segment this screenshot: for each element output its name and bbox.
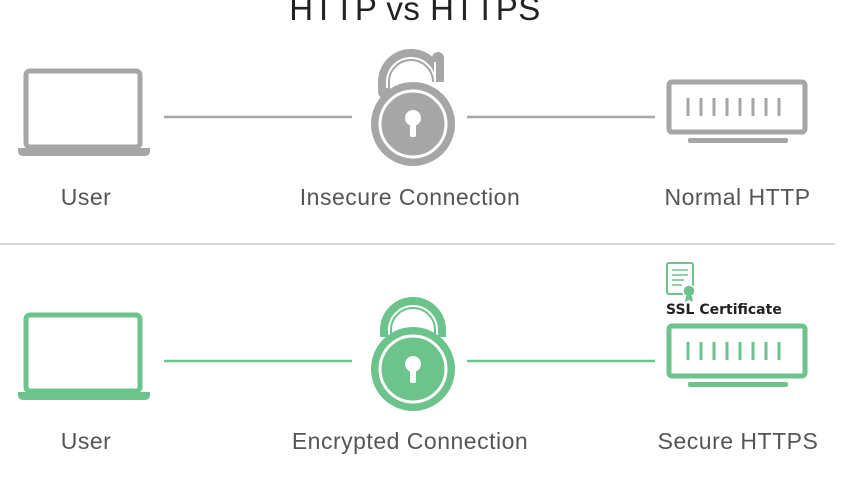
- ssl-certificate-label: SSL Certificate: [666, 302, 782, 318]
- user-label: User: [60, 184, 112, 210]
- laptop-icon: [18, 68, 150, 156]
- certificate-icon: [666, 262, 696, 302]
- closed-padlock-icon: [371, 297, 455, 411]
- connection-label: Encrypted Connection: [291, 428, 529, 454]
- server-icon: [666, 79, 808, 143]
- laptop-icon: [18, 312, 150, 400]
- user-label: User: [60, 428, 112, 454]
- server-icon: [666, 323, 808, 387]
- secure-row: [18, 262, 808, 411]
- open-padlock-icon: [371, 49, 455, 166]
- diagram-title: HTTP vs HTTPS: [289, 0, 541, 27]
- insecure-row: [18, 49, 808, 166]
- server-label: Secure HTTPS: [657, 428, 819, 454]
- server-label: Normal HTTP: [664, 184, 811, 210]
- connection-label: Insecure Connection: [299, 184, 521, 210]
